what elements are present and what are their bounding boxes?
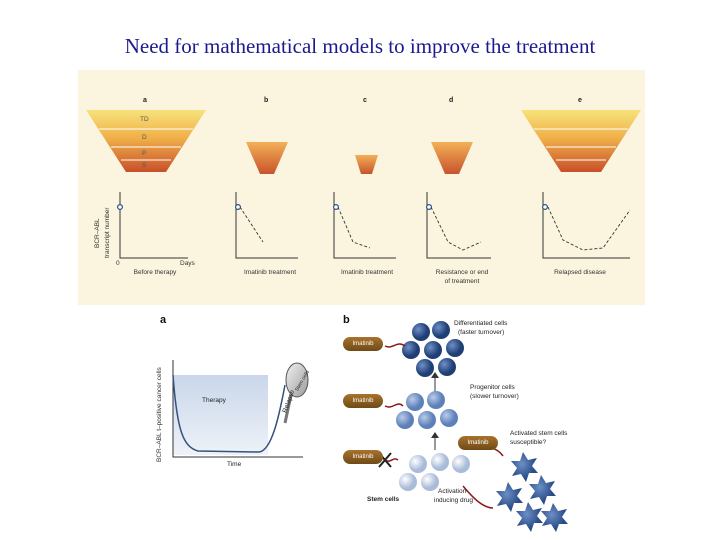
activated-label-2: susceptible? <box>510 439 547 446</box>
magnifier-icon <box>283 362 309 424</box>
progenitor-label: Progenitor cells <box>470 384 515 391</box>
stem-cells <box>399 453 470 491</box>
layer-d: D <box>142 134 147 141</box>
y-axis-label-2: transcript number <box>104 207 111 258</box>
funnel-b <box>246 142 288 174</box>
differentiated-cells <box>402 321 464 377</box>
funnel-figure-graphics <box>86 110 641 259</box>
progenitor-label-2: (slower turnover) <box>470 393 519 400</box>
relapse-graph <box>172 360 309 458</box>
layer-td: TD <box>140 116 149 123</box>
differentiated-label-2: (faster turnover) <box>458 329 505 336</box>
plot-start-points <box>116 204 549 211</box>
therapy-label: Therapy <box>202 397 226 404</box>
slide-title: Need for mathematical models to improve … <box>124 34 596 58</box>
layer-p: P <box>142 150 147 157</box>
drug-label: Activation- <box>438 488 469 495</box>
activated-label: Activated stem cells <box>510 430 568 437</box>
stem-cells-label: Stem cells <box>367 496 400 503</box>
funnel-e <box>521 110 641 172</box>
drug-label-2: inducing drug <box>434 497 474 504</box>
imatinib-pill-1: Imatinib <box>343 337 383 351</box>
imatinib-pill-4: Imatinib <box>458 436 498 450</box>
letter-a: a <box>143 97 147 104</box>
letter-c: c <box>363 97 367 104</box>
letter-e: e <box>578 97 582 104</box>
caption-d: Resistance or end <box>435 269 489 276</box>
cell-diagram <box>378 321 568 532</box>
differentiated-label: Differentiated cells <box>454 320 508 327</box>
caption-d-line2: of treatment <box>444 278 480 285</box>
caption-a: Before therapy <box>133 269 177 276</box>
layer-s: S <box>142 162 147 169</box>
days-label: Days <box>180 260 195 267</box>
caption-e: Relapsed disease <box>554 269 606 276</box>
plot-axes <box>119 192 630 259</box>
activated-stem-cells <box>496 452 568 532</box>
letter-d: d <box>449 97 454 104</box>
funnel-c <box>355 155 378 174</box>
caption-c: Imatinib treatment <box>340 269 394 276</box>
plot-curves <box>239 206 631 251</box>
caption-b: Imatinib treatment <box>243 269 297 276</box>
imatinib-pill-2: Imatinib <box>343 394 383 408</box>
funnel-figure: a b c d e TD D P S BCR–ABL transcript nu… <box>78 70 645 305</box>
funnel-a <box>86 110 206 172</box>
progenitor-cells <box>396 391 458 429</box>
imatinib-pill-3: Imatinib <box>343 450 383 464</box>
y-axis-label-1: BCR–ABL <box>94 218 101 248</box>
bottom-letter-a: a <box>160 314 167 326</box>
bottom-letter-b: b <box>343 314 350 326</box>
time-label: Time <box>227 461 242 468</box>
letter-b: b <box>264 97 269 104</box>
bottom-y-label: BCR–ABL t–positive cancer cells <box>156 367 163 462</box>
funnel-d <box>431 142 473 174</box>
origin-label: 0 <box>116 260 120 267</box>
